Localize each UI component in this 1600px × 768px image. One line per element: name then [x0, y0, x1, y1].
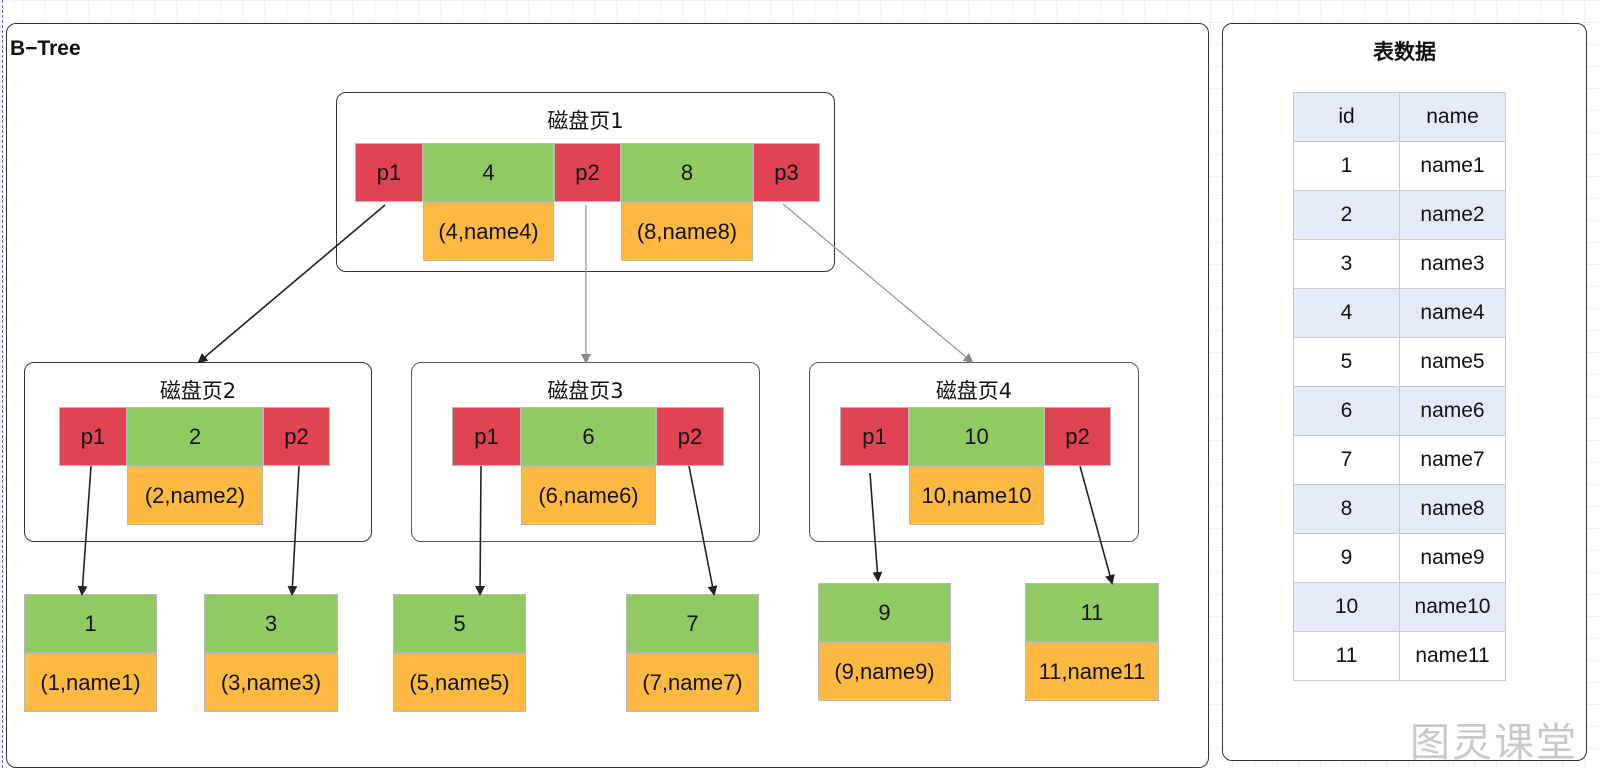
arrow-page2-p2 — [287, 465, 300, 596]
table-row: 10 name10 — [1293, 582, 1506, 632]
page4-pointer-p2: p2 — [1044, 407, 1111, 466]
table-cell-name: name3 — [1399, 239, 1506, 289]
table-row: 7 name7 — [1293, 435, 1506, 485]
disk-page-3-title: 磁盘页3 — [547, 379, 624, 403]
page-guide-line — [2, 0, 3, 768]
leaf-value-9: (9,name9) — [818, 642, 951, 701]
leaf-key-1: 1 — [24, 594, 157, 653]
page2-value: (2,name2) — [127, 466, 263, 525]
leaf-key-11: 11 — [1025, 583, 1159, 642]
table-cell-id: 3 — [1293, 239, 1400, 289]
page4-pointer-p1: p1 — [840, 407, 909, 466]
arrow-root-p1 — [197, 204, 386, 364]
table-cell-id: 11 — [1293, 631, 1400, 681]
table-cell-name: name4 — [1399, 288, 1506, 338]
table-cell-name: name1 — [1399, 141, 1506, 191]
table-row: 5 name5 — [1293, 337, 1506, 387]
table-row: 9 name9 — [1293, 533, 1506, 583]
leaf-value-1: (1,name1) — [24, 653, 157, 712]
page4-key: 10 — [909, 407, 1044, 466]
table-cell-name: name7 — [1399, 435, 1506, 485]
table-row: 6 name6 — [1293, 386, 1506, 436]
leaf-value-7: (7,name7) — [626, 653, 759, 712]
leaf-key-9: 9 — [818, 583, 951, 642]
leaf-value-3: (3,name3) — [204, 653, 338, 712]
table-row: 2 name2 — [1293, 190, 1506, 240]
arrow-root-p3 — [782, 203, 974, 364]
table-row: 4 name4 — [1293, 288, 1506, 338]
table-cell-id: 1 — [1293, 141, 1400, 191]
leaf-key-3: 3 — [204, 594, 338, 653]
table-cell-name: name2 — [1399, 190, 1506, 240]
table-cell-id: 10 — [1293, 582, 1400, 632]
watermark: 图灵课堂 — [1410, 720, 1578, 766]
disk-page-4-title: 磁盘页4 — [935, 379, 1013, 403]
page2-pointer-p1: p1 — [59, 407, 127, 466]
root-key-8: 8 — [621, 143, 753, 202]
root-key-4: 4 — [423, 143, 554, 202]
page4-value: 10,name10 — [909, 466, 1044, 525]
table-cell-name: name6 — [1399, 386, 1506, 436]
disk-page-1-title: 磁盘页1 — [547, 109, 624, 133]
table-cell-id: 4 — [1293, 288, 1400, 338]
leaf-value-5: (5,name5) — [393, 653, 526, 712]
arrow-page2-p1 — [77, 465, 92, 596]
table-row: 11 name11 — [1293, 631, 1506, 681]
page3-key: 6 — [521, 407, 656, 466]
table-row: 1 name1 — [1293, 141, 1506, 191]
table-cell-name: name5 — [1399, 337, 1506, 387]
root-pointer-p3: p3 — [753, 143, 820, 202]
leaf-key-5: 5 — [393, 594, 526, 653]
root-value-8: (8,name8) — [621, 202, 753, 261]
root-pointer-p2: p2 — [554, 143, 621, 202]
table-cell-id: 8 — [1293, 484, 1400, 534]
table-cell-id: 9 — [1293, 533, 1400, 583]
arrow-page3-p1 — [475, 465, 486, 596]
root-value-4: (4,name4) — [423, 202, 554, 261]
disk-page-2-title: 磁盘页2 — [159, 379, 237, 403]
table-cell-name: name10 — [1399, 582, 1506, 632]
arrow-page3-p2 — [688, 465, 718, 596]
table-header-name: name — [1399, 92, 1506, 142]
data-table: id name 1 name1 2 name2 3 name3 4 name 4 … — [1293, 92, 1506, 681]
table-cell-name: name8 — [1399, 484, 1506, 534]
page2-pointer-p2: p2 — [263, 407, 330, 466]
table-title: 表数据 — [1373, 41, 1436, 64]
leaf-key-7: 7 — [626, 594, 759, 653]
btree-title: B−Tree — [10, 37, 81, 60]
table-header-row: id name — [1293, 92, 1506, 142]
arrow-page4-p1 — [869, 472, 883, 582]
table-cell-id: 7 — [1293, 435, 1400, 485]
page3-pointer-p2: p2 — [656, 407, 724, 466]
table-cell-id: 2 — [1293, 190, 1400, 240]
arrow-page4-p2 — [1079, 465, 1115, 585]
table-row: 3 name3 — [1293, 239, 1506, 289]
page2-key: 2 — [127, 407, 263, 466]
leaf-value-11: 11,name11 — [1025, 642, 1159, 701]
table-cell-name: name9 — [1399, 533, 1506, 583]
table-cell-id: 6 — [1293, 386, 1400, 436]
page3-pointer-p1: p1 — [452, 407, 521, 466]
page3-value: (6,name6) — [521, 466, 656, 525]
table-header-id: id — [1293, 92, 1400, 142]
root-pointer-p1: p1 — [355, 143, 423, 202]
table-row: 8 name8 — [1293, 484, 1506, 534]
table-cell-id: 5 — [1293, 337, 1400, 387]
table-cell-name: name11 — [1399, 631, 1506, 681]
